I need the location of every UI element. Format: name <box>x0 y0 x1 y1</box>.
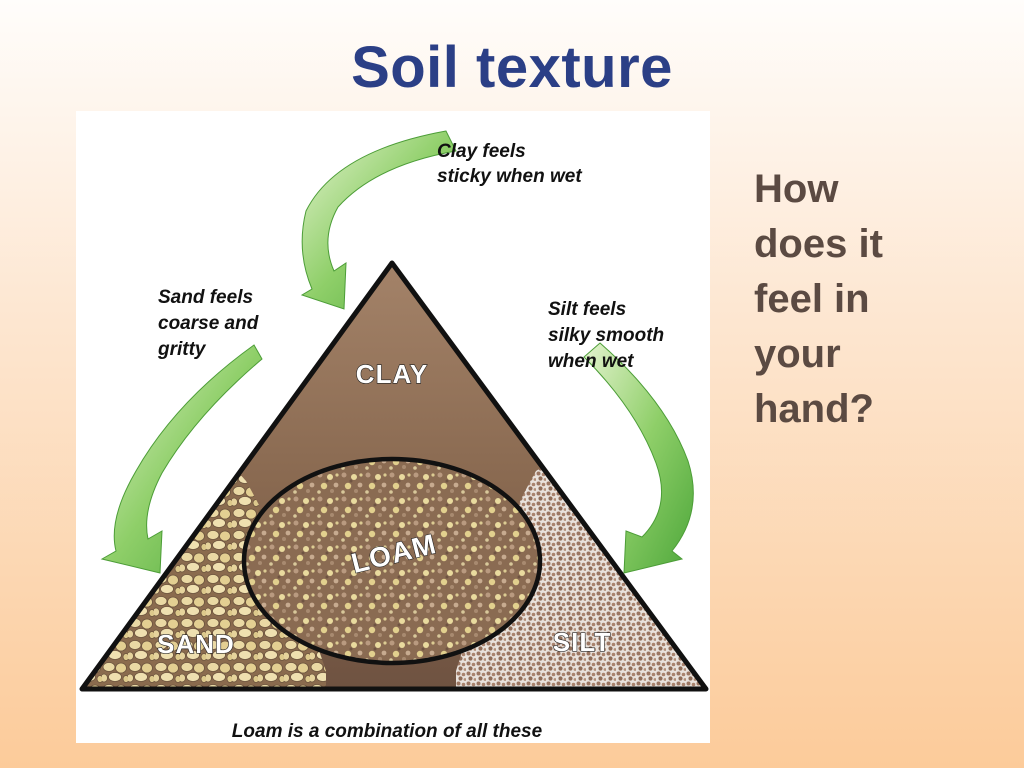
clay-callout: Clay feels sticky when wet <box>437 141 582 187</box>
question-line: How <box>754 167 839 211</box>
sand-callout: Sand feels coarse and gritty <box>157 287 264 360</box>
clay-label: CLAY <box>356 359 428 389</box>
silt-callout: Silt feels silky smooth when wet <box>548 299 669 372</box>
silt-callout-line: silky smooth <box>548 325 664 346</box>
clay-callout-line: sticky when wet <box>437 166 582 187</box>
sand-callout-line: coarse and <box>158 313 259 334</box>
diagram-caption: Loam is a combination of all these <box>232 721 543 742</box>
question-line: feel in <box>754 277 870 321</box>
loam-circle-outline <box>241 456 543 666</box>
clay-callout-line: Clay feels <box>437 141 526 162</box>
loam-region <box>244 459 540 663</box>
sand-arrow <box>100 344 263 574</box>
silt-arrow <box>583 342 694 574</box>
soil-triangle-diagram: CLAY LOAM SAND SILT Clay feels sticky wh… <box>79 130 709 742</box>
question-text: How does it feel in your hand? <box>754 162 1004 437</box>
sand-callout-line: gritty <box>157 339 207 360</box>
question-line: hand? <box>754 387 874 431</box>
soil-texture-figure: CLAY LOAM SAND SILT Clay feels sticky wh… <box>76 111 710 743</box>
sand-callout-line: Sand feels <box>158 287 253 308</box>
silt-label: SILT <box>553 627 611 657</box>
sand-label: SAND <box>157 629 235 659</box>
silt-callout-line: when wet <box>548 351 634 372</box>
slide-title: Soil texture <box>351 35 673 100</box>
triangle-outline <box>79 260 709 692</box>
silt-callout-line: Silt feels <box>548 299 626 320</box>
clay-arrow <box>300 130 457 310</box>
question-line: does it <box>754 222 883 266</box>
question-line: your <box>754 332 841 376</box>
